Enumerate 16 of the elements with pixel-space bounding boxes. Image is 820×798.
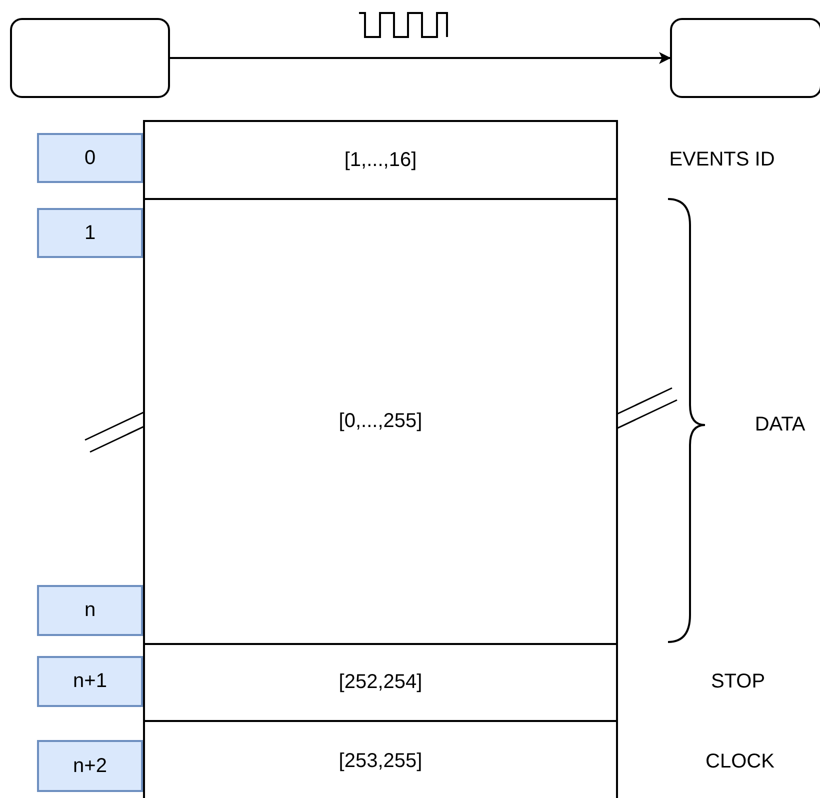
table-row: [0,...,255]: [143, 198, 618, 645]
index-box: n+1: [37, 656, 143, 707]
row-label: DATA: [754, 414, 806, 436]
index-box: n: [37, 585, 143, 636]
row-label: EVENTS ID: [669, 148, 775, 172]
index-box: 0: [37, 133, 143, 183]
table-row: [252,254]: [143, 643, 618, 722]
rounded-box: [10, 18, 170, 98]
rounded-box: [670, 18, 820, 98]
row-label: STOP: [710, 670, 766, 694]
table-row: [253,255]: [143, 720, 618, 798]
arrow: [170, 52, 671, 64]
index-box: n+2: [37, 740, 143, 792]
row-label: CLOCK: [706, 750, 774, 774]
table-row: [1,...,16]: [143, 120, 618, 200]
index-box: 1: [37, 208, 143, 258]
